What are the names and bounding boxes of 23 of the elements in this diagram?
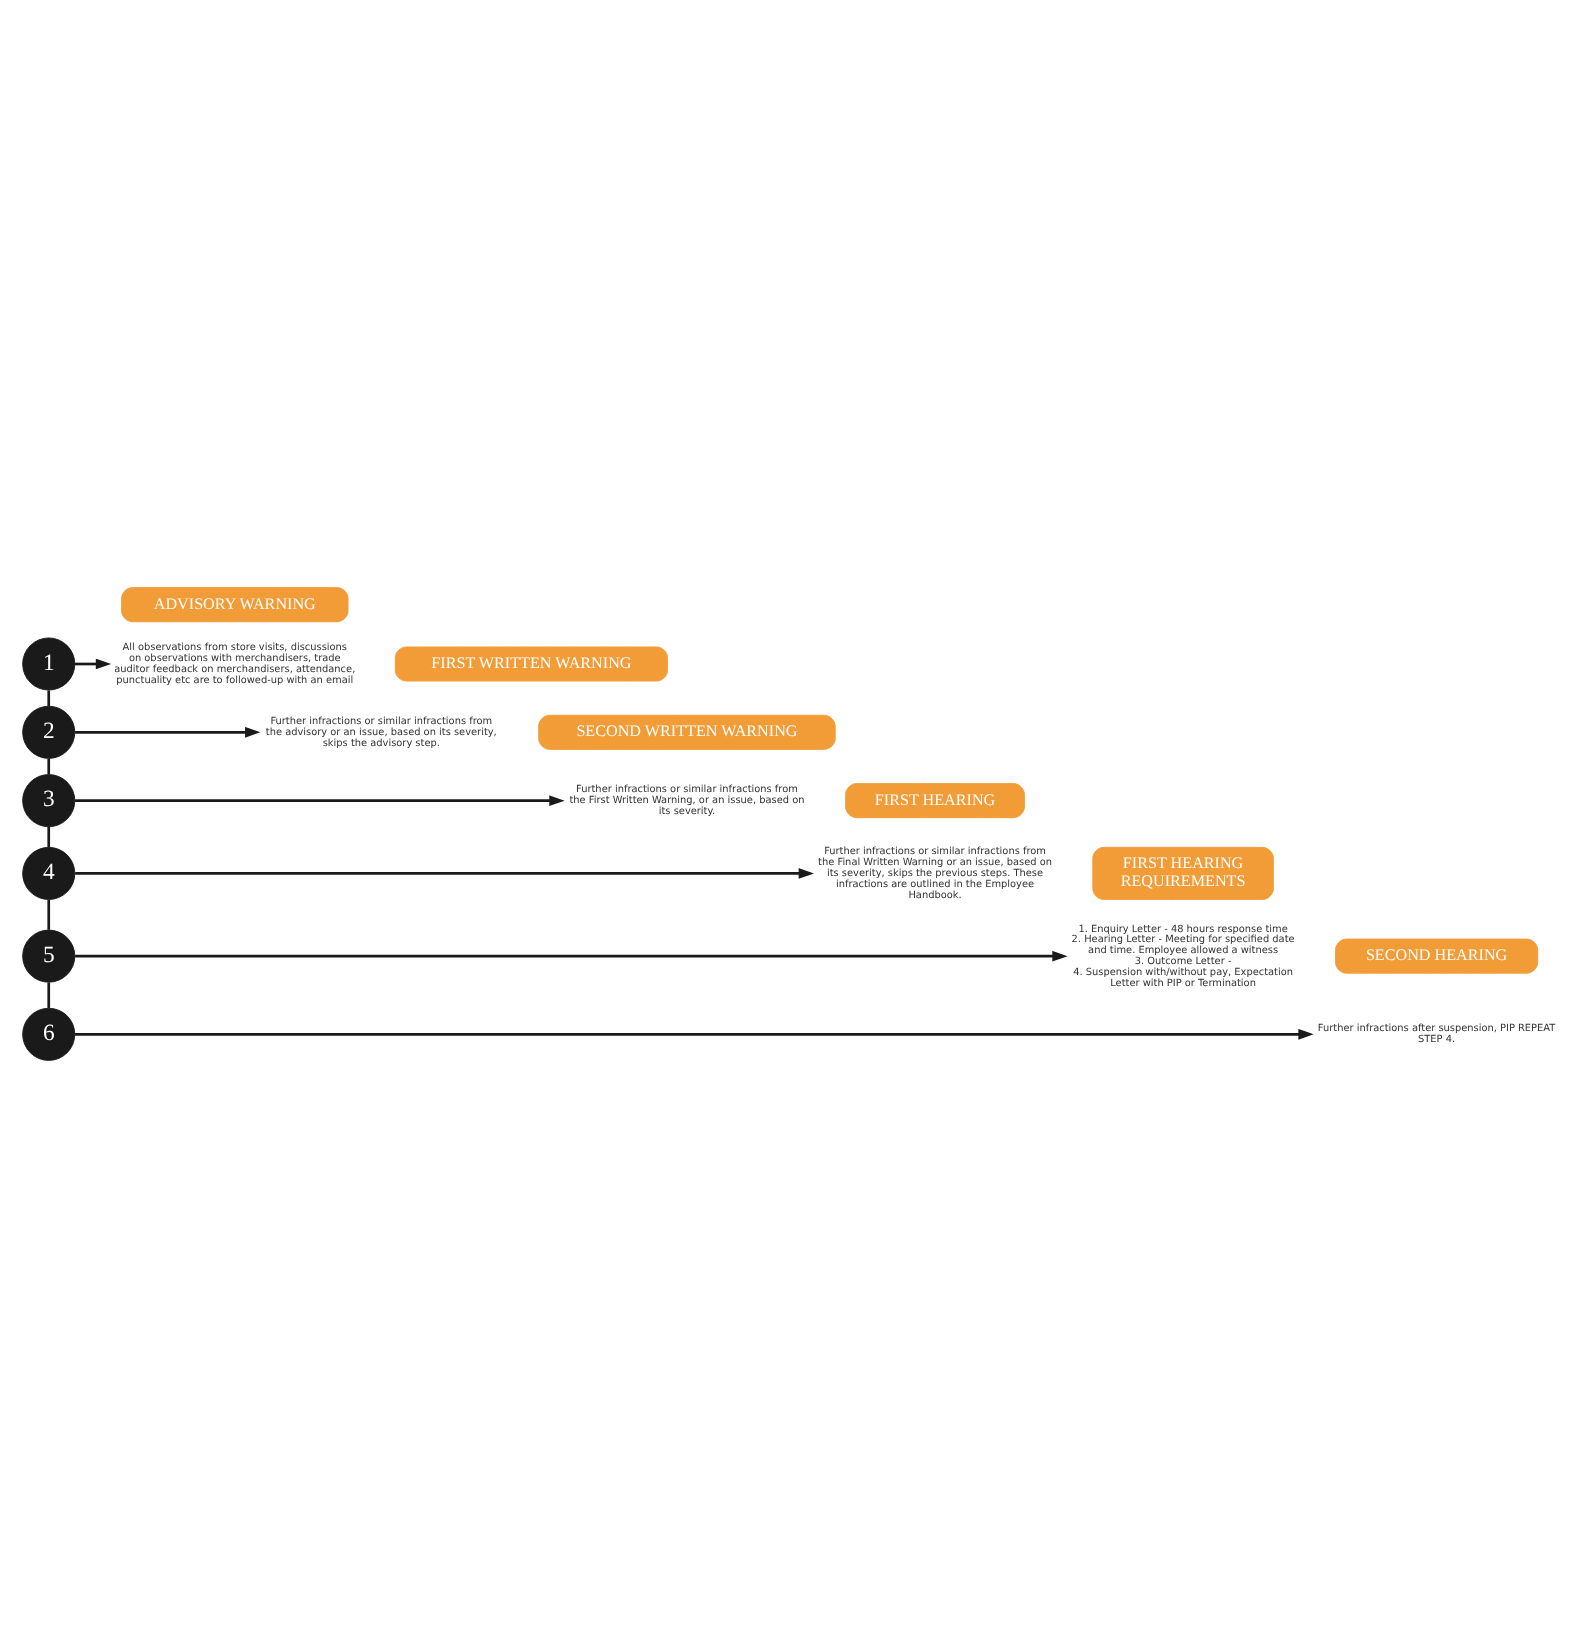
node-box: ADVISORY WARNING <box>121 587 349 623</box>
arrow <box>74 658 112 670</box>
node-box: SECOND WRITTEN WARNING <box>538 714 836 750</box>
node-circle: 4 <box>22 846 76 900</box>
connector <box>47 690 51 707</box>
connector <box>47 758 51 775</box>
node-circle: 3 <box>22 774 76 828</box>
node-box: FIRST HEARING REQUIREMENTS <box>1092 846 1274 900</box>
connector <box>47 982 51 1009</box>
node-circle: 2 <box>22 705 76 759</box>
connector <box>47 826 51 848</box>
node-box: FIRST WRITTEN WARNING <box>394 646 669 682</box>
arrow <box>75 950 1068 962</box>
connector <box>47 899 51 930</box>
node-box: FIRST HEARING <box>845 783 1025 819</box>
arrow <box>75 868 814 879</box>
arrow <box>74 1028 1314 1040</box>
node-circle: 5 <box>22 929 76 983</box>
node-circle: 1 <box>22 637 76 691</box>
node-box: SECOND HEARING <box>1335 938 1539 974</box>
node-circle: 6 <box>22 1007 76 1061</box>
arrow <box>75 726 261 738</box>
arrow <box>74 795 565 806</box>
